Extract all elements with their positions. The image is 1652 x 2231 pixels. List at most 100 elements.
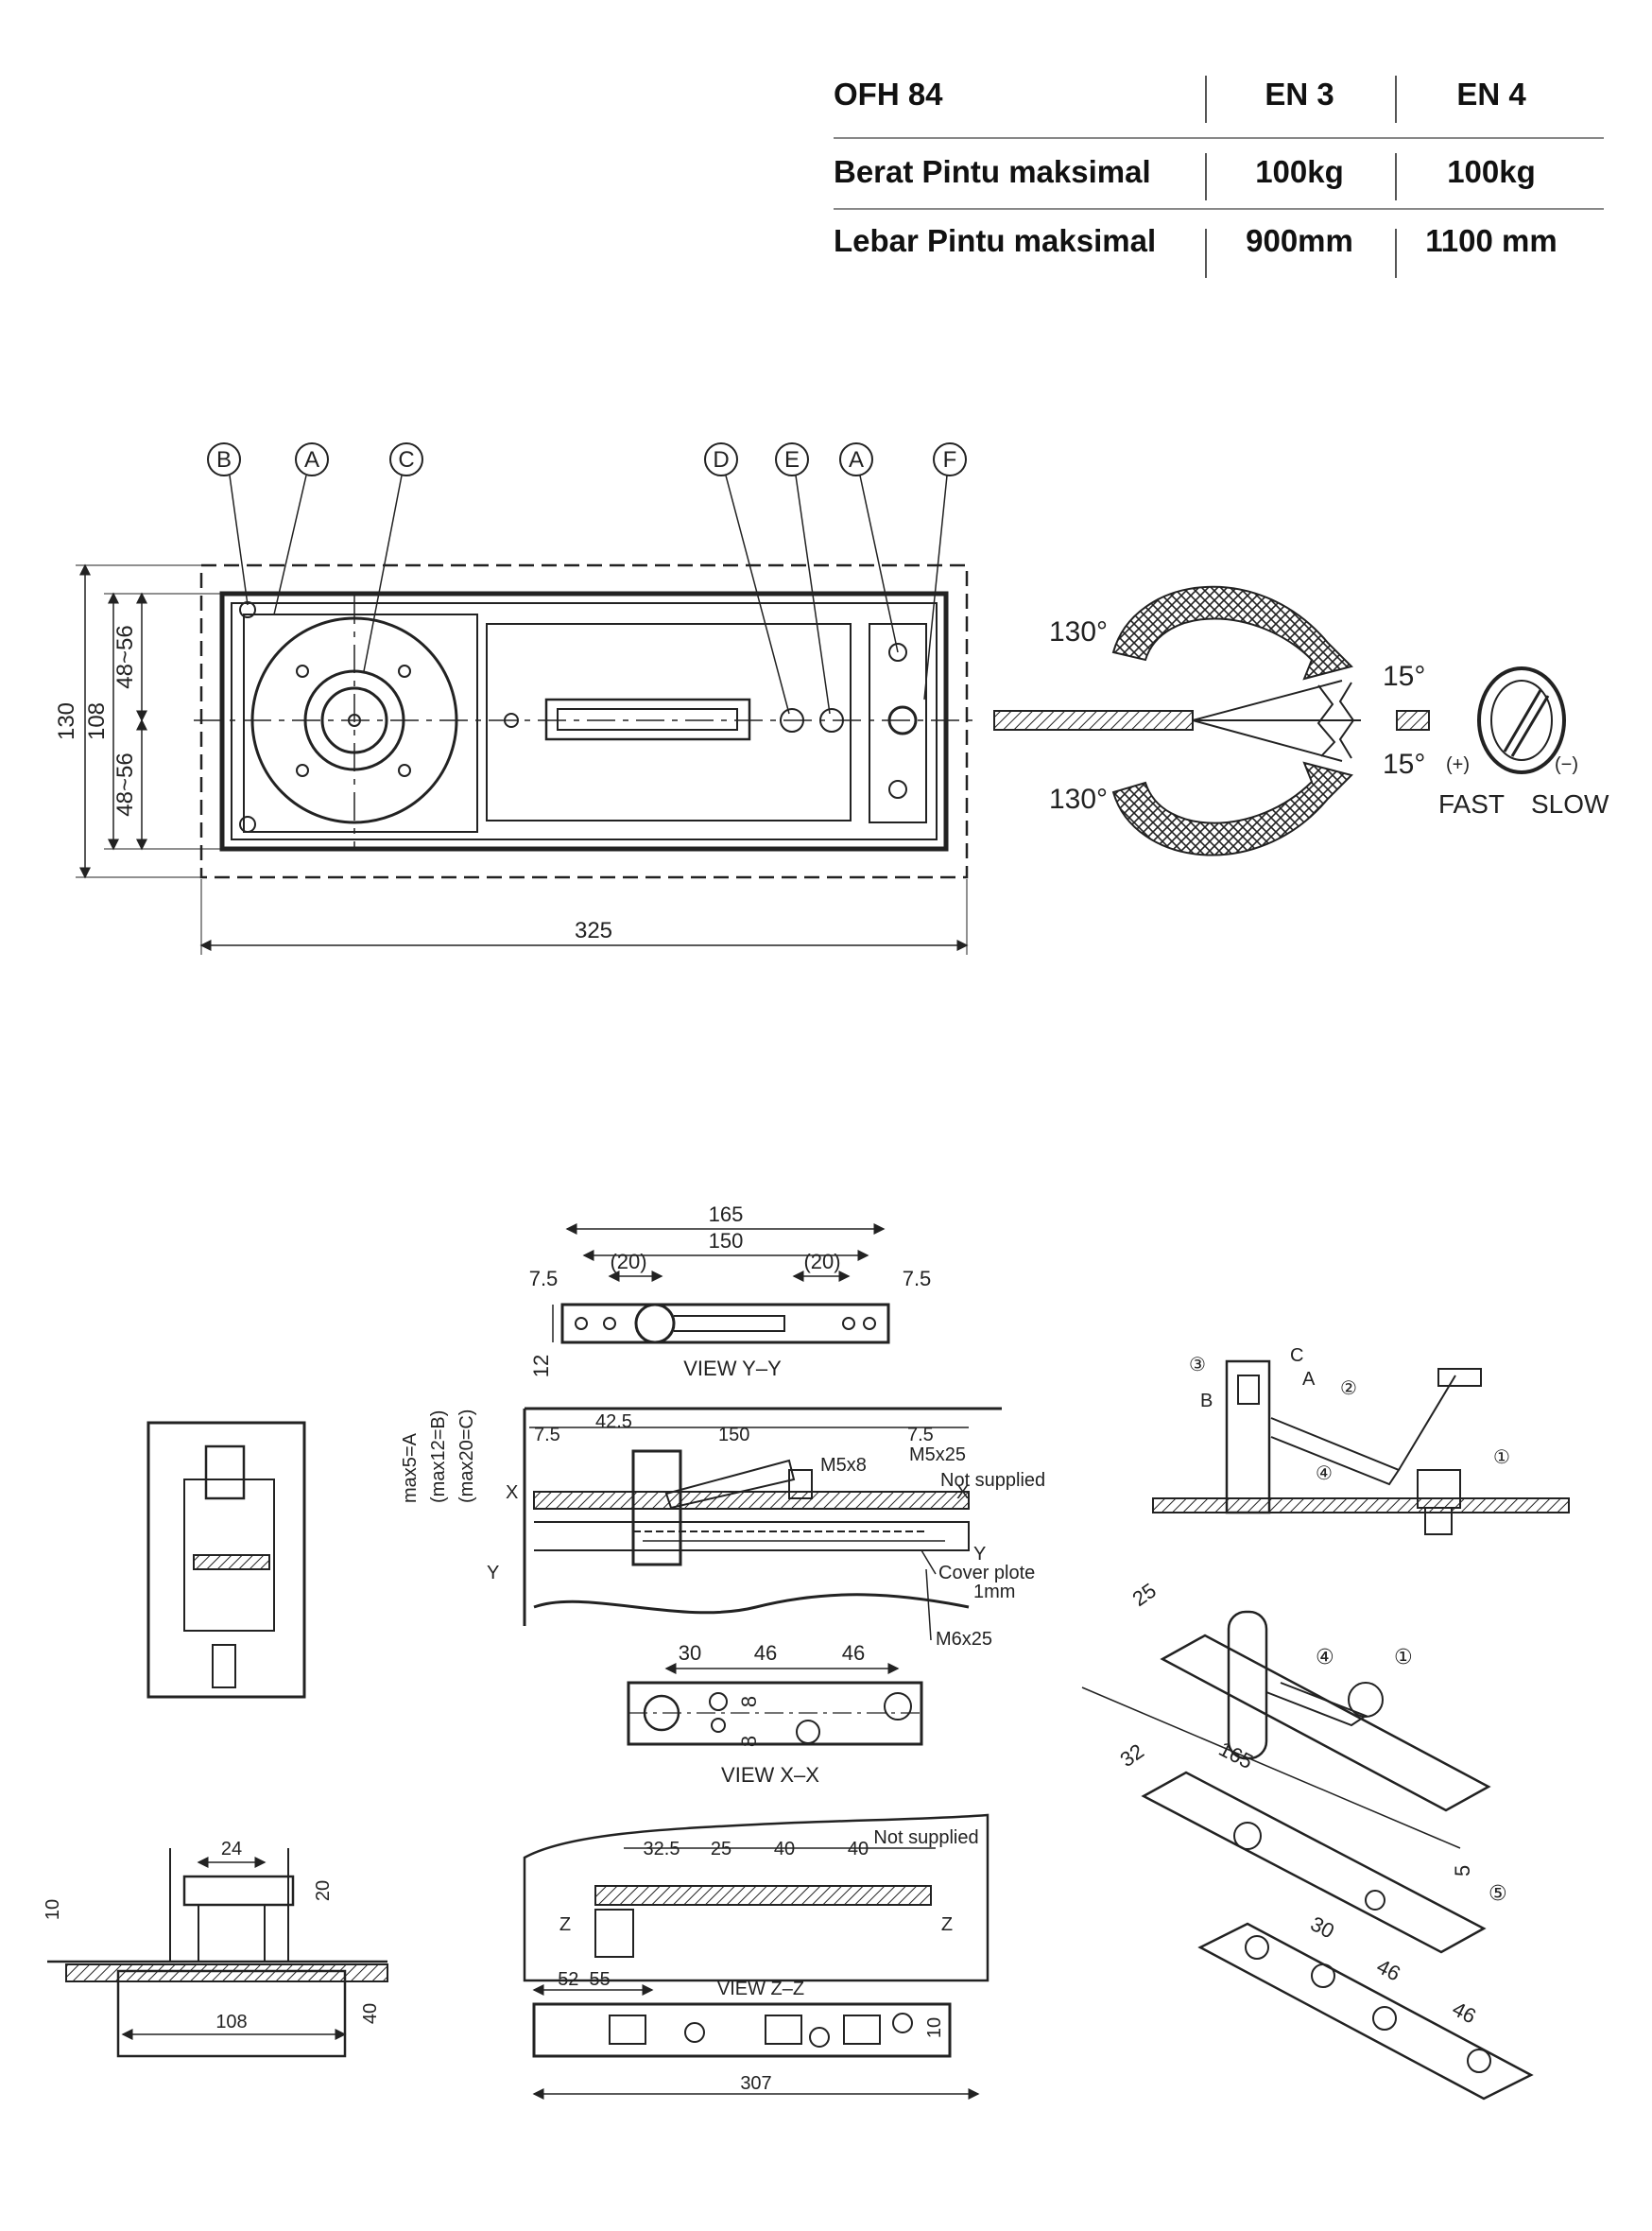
side-view-drawing <box>146 1421 306 1699</box>
label-not-supplied: Not supplied <box>940 1470 1045 1491</box>
view-y-y-labels: 165 150 (20) (20) 7.5 7.5 12 VIEW Y–Y <box>529 1202 932 1380</box>
dim-42-5: 42.5 <box>595 1411 632 1432</box>
label-4-iso: ④ <box>1316 1645 1334 1669</box>
view-x-x-label: VIEW X–X <box>721 1763 819 1787</box>
label-4: ④ <box>1316 1463 1333 1484</box>
spec-col-en3: EN 3 <box>1265 77 1334 112</box>
spec-cell: 1100 mm <box>1425 223 1557 258</box>
label-not-supplied-z: Not supplied <box>873 1827 978 1848</box>
dim-46-iso-a: 46 <box>1373 1954 1404 1985</box>
angle-130-top: 130° <box>1049 616 1108 648</box>
table-divider <box>1205 153 1207 200</box>
dim-8-a: 8 <box>737 1696 761 1707</box>
dim-165-iso: 165 <box>1215 1737 1257 1773</box>
view-y-y-drawing <box>552 1223 890 1344</box>
view-z-z-label: VIEW Z–Z <box>717 1979 804 1999</box>
dim-30-iso: 30 <box>1307 1911 1338 1943</box>
callout-c: C <box>398 447 414 473</box>
callout-d: D <box>713 447 729 473</box>
label-3: ③ <box>1189 1355 1206 1375</box>
label-minus: (−) <box>1555 754 1578 775</box>
end-view-labels: 24 20 10 108 40 <box>43 1839 381 2032</box>
dim-10-z: 10 <box>924 2017 945 2038</box>
label-x-right: X <box>956 1482 969 1503</box>
dim-7-5-b: 7.5 <box>907 1425 934 1445</box>
label-c: C <box>1290 1345 1303 1366</box>
dim-40-b: 40 <box>848 1839 869 1859</box>
label-y-right: Y <box>973 1544 986 1565</box>
dim-48-56-bottom: 48~56 <box>112 752 138 816</box>
dim-52-55: 52–55 <box>558 1969 611 1990</box>
dim-24: 24 <box>221 1839 242 1859</box>
label-a: A <box>1302 1369 1316 1390</box>
dim-46-b: 46 <box>842 1641 865 1665</box>
spec-header-row: OFH 84 EN 3 EN 4 <box>834 66 1604 123</box>
dim-25-iso: 25 <box>1128 1579 1161 1612</box>
dim-150-section: 150 <box>718 1425 749 1445</box>
dim-7-5-right: 7.5 <box>903 1267 932 1290</box>
callout-f: F <box>943 447 957 473</box>
label-max20: (max20=C) <box>456 1410 477 1503</box>
dim-20-right: (20) <box>803 1250 840 1273</box>
callout-e: E <box>784 447 800 473</box>
dim-325: 325 <box>575 918 612 943</box>
dim-8-b: 8 <box>737 1736 761 1747</box>
dim-10-end: 10 <box>43 1899 63 1920</box>
spec-row-label: Lebar Pintu maksimal <box>834 223 1157 258</box>
section-view-drawing <box>523 1407 1002 1641</box>
label-m5x8: M5x8 <box>820 1455 867 1476</box>
table-divider <box>1395 153 1397 200</box>
dim-48-56-top: 48~56 <box>112 625 138 688</box>
table-rule <box>834 208 1604 210</box>
table-rule <box>834 137 1604 139</box>
dim-12: 12 <box>529 1355 553 1377</box>
callout-a-2: A <box>849 447 864 473</box>
label-x-left: X <box>506 1482 518 1503</box>
dim-108-end: 108 <box>215 2012 247 2032</box>
label-cover-plate: Cover plote <box>938 1563 1035 1583</box>
callout-a: A <box>304 447 319 473</box>
table-divider <box>1205 229 1207 278</box>
label-max12: (max12=B) <box>428 1410 449 1503</box>
label-2: ② <box>1340 1378 1357 1399</box>
label-z-right: Z <box>941 1914 953 1935</box>
spec-col-en4: EN 4 <box>1456 77 1526 112</box>
dim-25: 25 <box>711 1839 731 1859</box>
dim-30: 30 <box>679 1641 701 1665</box>
label-m5x25: M5x25 <box>909 1444 966 1465</box>
label-5-iso: ⑤ <box>1489 1881 1507 1905</box>
label-y-left: Y <box>487 1563 499 1583</box>
end-view-drawing <box>47 1848 388 2058</box>
swing-adjustment-diagram <box>993 585 1566 856</box>
dim-7-5-left: 7.5 <box>529 1267 559 1290</box>
spec-row-weight: Berat Pintu maksimal 100kg 100kg <box>834 144 1604 200</box>
dim-150: 150 <box>709 1229 744 1253</box>
label-1mm: 1mm <box>973 1582 1015 1602</box>
label-m6x25: M6x25 <box>936 1629 992 1650</box>
dim-40-a: 40 <box>774 1839 795 1859</box>
spec-row-label: Berat Pintu maksimal <box>834 154 1151 189</box>
dim-5-iso: 5 <box>1451 1865 1474 1876</box>
section-view-labels: 7.5 42.5 150 7.5 M5x8 M5x25 Not supplied… <box>400 1410 1045 1650</box>
dim-46-iso-b: 46 <box>1449 1997 1480 2028</box>
table-divider <box>1205 76 1207 123</box>
dim-20-left: (20) <box>610 1250 646 1273</box>
spec-cell: 100kg <box>1255 154 1344 189</box>
label-1: ① <box>1493 1447 1510 1468</box>
label-slow: SLOW <box>1531 789 1609 819</box>
spec-row-width: Lebar Pintu maksimal 900mm 1100 mm <box>834 213 1604 269</box>
table-divider <box>1395 229 1397 278</box>
dim-46-a: 46 <box>754 1641 777 1665</box>
label-b: B <box>1200 1391 1213 1411</box>
view-z-z-labels: 32.5 25 40 40 Not supplied Z Z 52–55 VIE… <box>558 1827 978 2094</box>
label-max5: max5=A <box>400 1432 421 1503</box>
pivot-detail-labels: ③ C A B ② ④ ① <box>1189 1345 1510 1484</box>
dim-20-end: 20 <box>313 1880 334 1901</box>
label-1-iso: ① <box>1394 1645 1413 1669</box>
dim-307: 307 <box>740 2073 771 2094</box>
dim-7-5-a: 7.5 <box>534 1425 560 1445</box>
spec-model-name: OFH 84 <box>834 77 943 112</box>
dim-108: 108 <box>84 702 110 740</box>
angle-130-bottom: 130° <box>1049 784 1108 815</box>
plan-view-labels: B A C D E A F 130 108 48~56 48~56 325 <box>54 447 956 943</box>
